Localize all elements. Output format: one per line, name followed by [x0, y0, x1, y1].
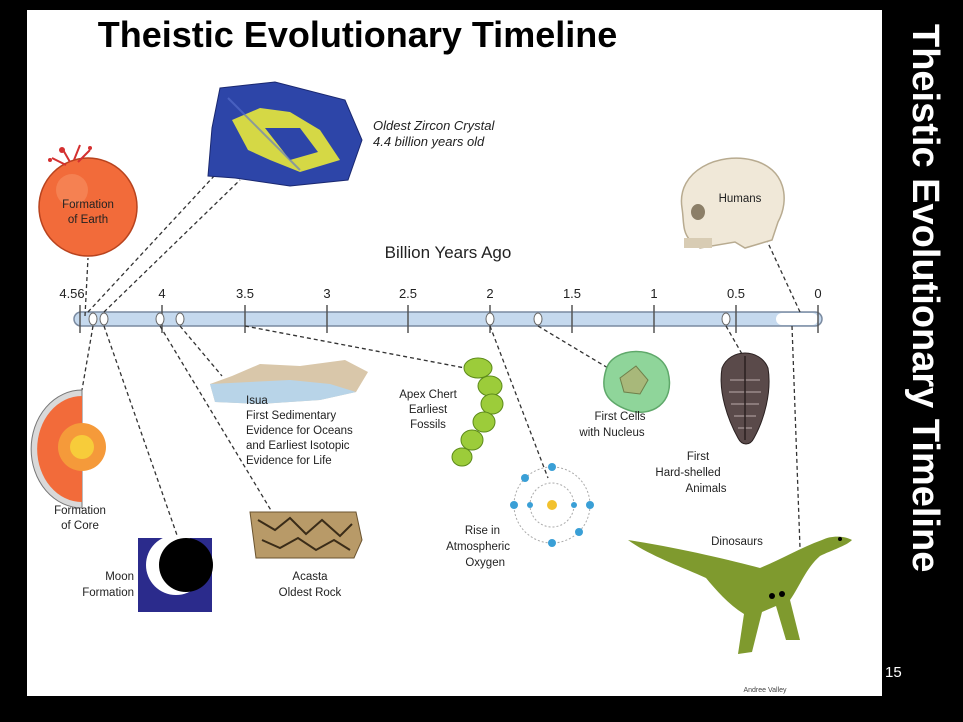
apex-label: Apex Chert — [399, 389, 457, 401]
oxygen-label: Atmospheric — [446, 541, 510, 553]
zircon-label: Oldest Zircon Crystal — [373, 118, 495, 133]
hardshell-label: First — [687, 451, 710, 463]
oxygen-label: Oxygen — [465, 557, 505, 569]
tick-label: 4 — [158, 286, 165, 301]
acasta-rock-icon — [250, 512, 362, 558]
dinosaurs-label: Dinosaurs — [711, 536, 763, 548]
isua-label: Evidence for Life — [246, 455, 332, 467]
tick-label: 1.5 — [563, 286, 581, 301]
hardshell-label: Animals — [686, 483, 727, 495]
cells-label: First Cells — [594, 411, 645, 423]
apex-label: Earliest — [409, 404, 448, 416]
oxygen-label: Rise in — [465, 525, 500, 537]
tick-label: 0 — [814, 286, 821, 301]
tick-label: 2 — [486, 286, 493, 301]
moon-label: Formation — [82, 587, 134, 599]
core-label: Formation — [54, 505, 106, 517]
core-label: of Core — [61, 520, 99, 532]
earth-label: of Earth — [68, 214, 108, 226]
apex-label: Fossils — [410, 419, 446, 431]
hardshell-label: Hard-shelled — [655, 467, 720, 479]
humans-label: Humans — [719, 193, 762, 205]
isua-label: Isua — [246, 395, 268, 407]
moon-formation-icon — [138, 535, 213, 612]
trilobite-icon — [721, 353, 769, 444]
earth-label: Formation — [62, 199, 114, 211]
isua-label: First Sedimentary — [246, 410, 336, 422]
credit-label: Andree Valley — [743, 687, 787, 694]
page-number: 15 — [885, 664, 902, 681]
tick-label: 2.5 — [399, 286, 417, 301]
isua-terrain-icon — [210, 360, 368, 404]
tick-label: 0.5 — [727, 286, 745, 301]
axis-label: Billion Years Ago — [385, 243, 512, 262]
acasta-label: Acasta — [292, 571, 328, 583]
earth-core-icon — [31, 390, 106, 508]
zircon-label: 4.4 billion years old — [373, 134, 485, 149]
cell-icon — [604, 352, 670, 413]
isua-label: Evidence for Oceans — [246, 425, 353, 437]
tick-label: 3 — [323, 286, 330, 301]
tick-labels: 4.56 4 3.5 3 2.5 2 1.5 1 0.5 0 — [59, 286, 821, 301]
timeline-recent-segment — [776, 313, 818, 325]
isua-label: and Earliest Isotopic — [246, 440, 350, 452]
timeline-bar — [74, 312, 822, 326]
moon-label: Moon — [105, 571, 134, 583]
cells-label: with Nucleus — [578, 427, 644, 439]
tick-label: 4.56 — [59, 286, 84, 301]
slide-title: Theistic Evolutionary Timeline — [0, 14, 715, 56]
dinosaur-icon — [628, 537, 852, 654]
fossil-worm-icon — [452, 358, 503, 466]
tick-label: 1 — [650, 286, 657, 301]
acasta-label: Oldest Rock — [279, 587, 342, 599]
oxygen-atom-icon — [510, 463, 594, 547]
zircon-crystal-icon — [208, 82, 362, 186]
tick-label: 3.5 — [236, 286, 254, 301]
side-title: Theistic Evolutionary Timeline — [897, 24, 953, 684]
